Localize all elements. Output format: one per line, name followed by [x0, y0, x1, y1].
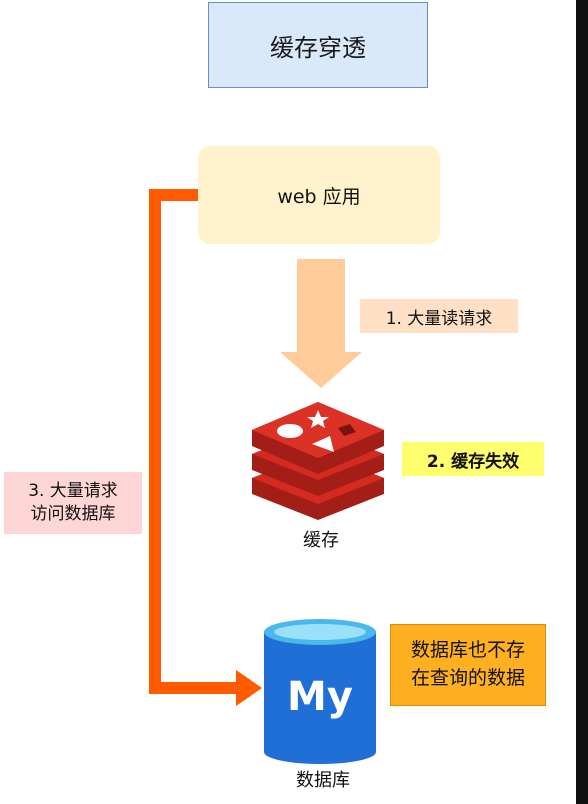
- note-line1: 数据库也不存: [410, 639, 525, 662]
- window-edge: [576, 0, 588, 804]
- db-requests-line2: 访问数据库: [30, 504, 116, 524]
- database-icon: [264, 619, 376, 764]
- note-line2: 在查询的数据: [410, 667, 525, 689]
- redis-icon: [252, 402, 384, 520]
- cache-miss-label: 2. 缓存失效: [402, 442, 544, 476]
- read-requests-label: 1. 大量读请求: [360, 299, 518, 333]
- web-app-label: web 应用: [277, 185, 361, 208]
- db-requests-line1: 3. 大量请求: [28, 481, 118, 502]
- diagram-title: 缓存穿透: [208, 2, 428, 88]
- db-requests-label: 3. 大量请求 访问数据库: [4, 472, 142, 534]
- note-box: 数据库也不存 在查询的数据: [390, 624, 546, 706]
- read-request-arrow: [280, 259, 362, 388]
- cache-caption: 缓存: [303, 530, 339, 551]
- database-caption: 数据库: [296, 770, 350, 791]
- database-logo-text: My: [287, 674, 353, 720]
- db-request-path: [149, 189, 242, 694]
- db-request-arrowhead: [236, 670, 262, 706]
- web-app-node: web 应用: [198, 146, 440, 244]
